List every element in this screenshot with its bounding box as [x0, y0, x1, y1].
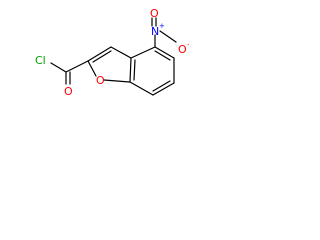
- carbonyl-oxygen-label: O: [64, 85, 73, 98]
- nitro-nitrogen-label: N: [151, 25, 159, 38]
- n-o-right-bond: [159, 30, 177, 43]
- benzene-c4-c5-bond: [154, 46, 175, 59]
- benzene-c7-c7a-bond: [129, 81, 154, 96]
- c-cl-bond: [50, 62, 67, 73]
- benzene-c7a-c3a-bond: [129, 57, 132, 83]
- nitro-oxygen-top-label: O: [150, 7, 159, 20]
- furan-o-c7a-bond: [103, 79, 131, 83]
- benzene-c4-c5-inner-bond: [154, 50, 171, 61]
- furan-c2-c3-bond: [87, 46, 112, 62]
- molecule-structure: Cl O O N + O O -: [35, 7, 190, 98]
- benzene-c6-c7-inner-bond: [152, 80, 171, 92]
- oxygen-charge-label: -: [187, 41, 190, 49]
- chlorine-atom-label: Cl: [35, 54, 46, 67]
- benzene-c3a-c4-bond: [130, 46, 156, 59]
- acyl-c-to-ring-bond: [65, 60, 89, 73]
- furan-oxygen-label: O: [96, 74, 105, 87]
- benzene-c7a-c3a-inner-bond: [133, 59, 136, 81]
- furan-c2-o-bond: [87, 60, 97, 77]
- nitro-oxygen-right-label: O: [178, 43, 187, 56]
- furan-c3-c3a-bond: [110, 46, 132, 59]
- nitrogen-charge-label: +: [159, 22, 165, 30]
- furan-c2-c3-inner-bond: [92, 50, 112, 63]
- benzene-c6-c7-bond: [152, 82, 175, 96]
